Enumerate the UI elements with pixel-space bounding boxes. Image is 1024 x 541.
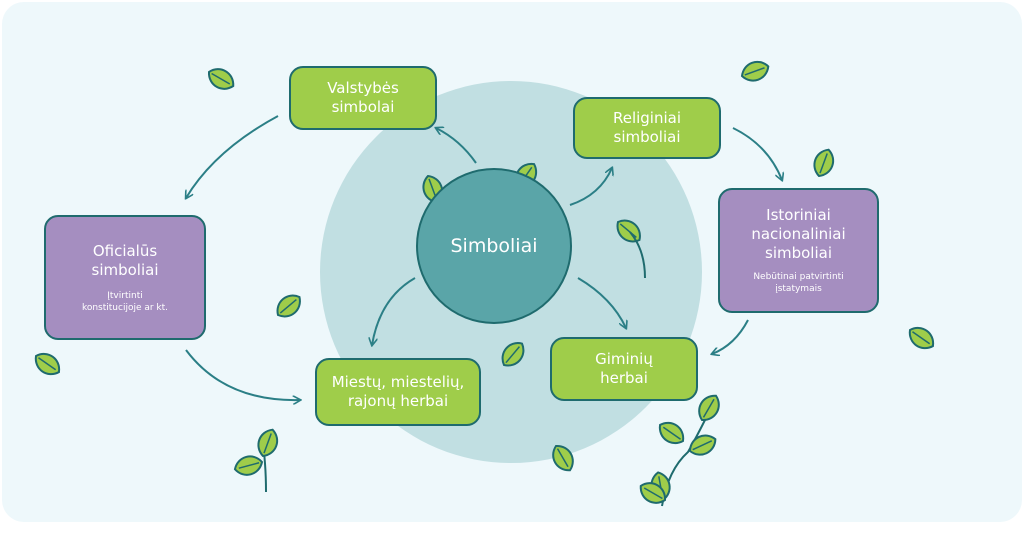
- node-note-line: konstitucijoje ar kt.: [81, 302, 169, 313]
- leaf-icon: [271, 289, 307, 323]
- leaf-icon: [29, 347, 66, 381]
- node-title-line: simbolai: [331, 98, 395, 116]
- node-title-line: simboliai: [765, 244, 832, 262]
- node-note-line: Įtvirtinti: [107, 290, 143, 301]
- node-title-line: simboliai: [613, 128, 681, 146]
- node-title-line: herbai: [600, 369, 648, 387]
- node-title-line: Religiniai: [612, 109, 682, 127]
- center-label: Simboliai: [450, 235, 538, 257]
- sprout-icon: [635, 390, 725, 509]
- node-note: Nebūtinai patvirtinti įstatymais: [753, 271, 843, 295]
- node-note: Įtvirtinti konstitucijoje ar kt.: [82, 290, 168, 314]
- node-note-line: įstatymais: [775, 284, 822, 294]
- arrow-istoriniai-to-giminiu: [712, 319, 749, 354]
- node-miestu-herbai: Miestų, miestelių, rajonų herbai: [315, 358, 481, 426]
- node-title-line: Miestų, miestelių,: [331, 373, 465, 391]
- node-title-line: simboliai: [91, 260, 159, 279]
- node-title-line: Giminių: [595, 350, 653, 368]
- arrow-center-to-religiniai: [569, 168, 612, 206]
- arrow-center-to-valstybes: [436, 128, 477, 164]
- arrow-religiniai-to-istoriniai: [732, 127, 782, 180]
- center-node: Simboliai: [416, 168, 572, 324]
- leaf-icon: [203, 63, 239, 95]
- node-title-line: rajonų herbai: [347, 392, 449, 410]
- leaf-icon: [809, 145, 839, 181]
- node-istoriniai-simboliai: Istoriniai nacionaliniai simboliai Nebūt…: [718, 188, 879, 313]
- leaf-icon: [903, 321, 940, 355]
- arrow-valstybes-to-oficialus: [186, 115, 279, 198]
- node-giminiu-herbai: Giminių herbai: [550, 337, 698, 401]
- node-note-line: Nebūtinai patvirtinti: [753, 272, 844, 282]
- node-title-line: Valstybės: [327, 79, 399, 97]
- arrow-center-to-giminiu: [577, 277, 626, 328]
- leaf-icon: [737, 56, 773, 86]
- arrow-oficialus-to-miestu: [185, 349, 300, 400]
- sprout-icon: [629, 231, 646, 279]
- sprout-icon: [231, 425, 283, 493]
- arrow-center-to-miestu: [372, 277, 416, 345]
- node-title-line: Oficialūs: [92, 241, 158, 260]
- node-religiniai-simboliai: Religiniai simboliai: [573, 97, 721, 159]
- node-valstybes-simbolai: Valstybės simbolai: [289, 66, 437, 130]
- node-title-line: nacionaliniai: [751, 225, 846, 243]
- node-title-line: Istoriniai: [766, 206, 831, 224]
- connector-arrows: [185, 115, 782, 400]
- node-oficialus-simboliai: Oficialūs simboliai Įtvirtinti konstituc…: [44, 215, 206, 340]
